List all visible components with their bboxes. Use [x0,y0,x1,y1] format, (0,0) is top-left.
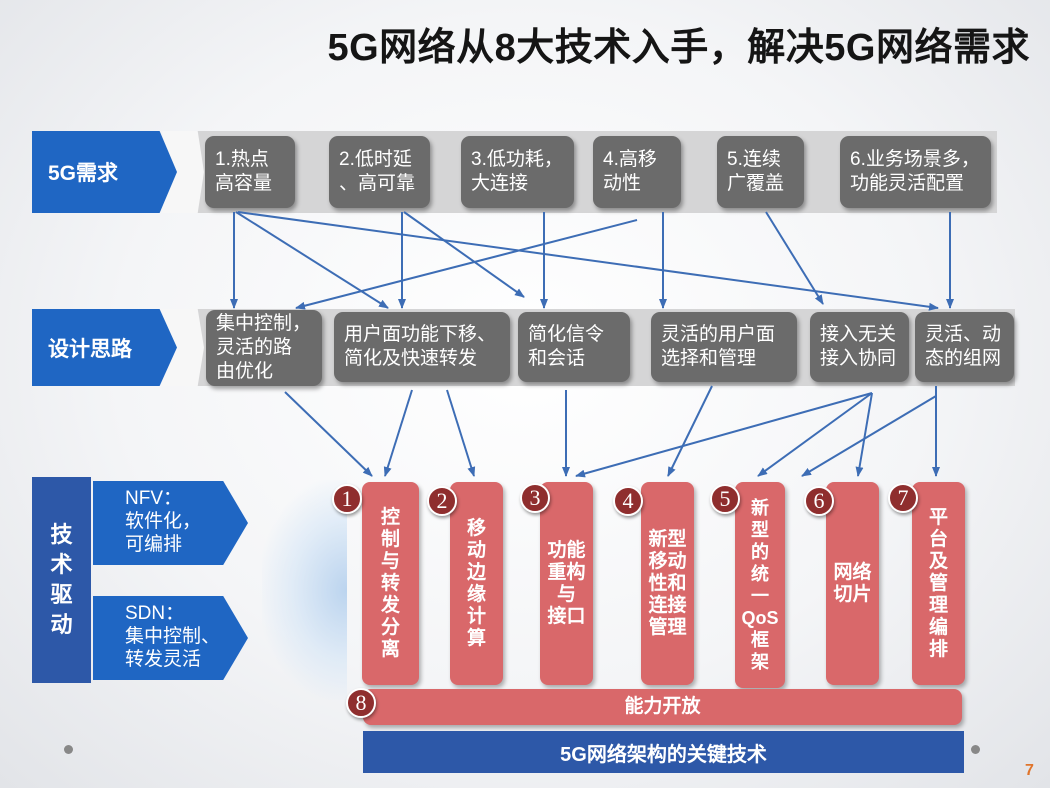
requirement-item: 3.低功耗， 大连接 [461,136,574,208]
page-title: 5G网络从8大技术入手，解决5G网络需求 [327,27,1030,69]
tech-driver-glow [262,480,347,700]
tech-driver-label: 技 术 驱 动 [32,477,91,683]
tech-bar-3: 功能 重构 与 接口 [540,482,593,685]
tech-bar-6: 网络 切片 [826,482,879,685]
tech-bar-1: 控 制 与 转 发 分 离 [362,482,419,685]
key-technologies-footer: 5G网络架构的关键技术 [363,731,964,773]
design-item: 灵活、动 态的组网 [915,312,1014,382]
requirement-item: 1.热点 高容量 [205,136,295,208]
tech-number-badge: 6 [804,486,834,516]
tech-bar-5: 新 型 的 统 一 QoS 框 架 [735,482,785,688]
decorative-dot [64,745,73,754]
requirements-label: 5G需求 [32,131,177,213]
requirement-item: 5.连续 广覆盖 [717,136,804,208]
capability-number-badge: 8 [346,688,376,718]
requirement-item: 2.低时延 、高可靠 [329,136,430,208]
requirement-item: 4.高移 动性 [593,136,681,208]
tech-bar-4: 新型 移动 性和 连接 管理 [641,482,694,685]
tech-number-badge: 3 [520,483,550,513]
tech-driver-nfv: NFV： 软件化， 可编排 [93,481,248,565]
requirement-item: 6.业务场景多， 功能灵活配置 [840,136,991,208]
tech-number-badge: 2 [427,486,457,516]
design-label: 设计思路 [32,309,177,386]
tech-bar-7: 平 台 及 管 理 编 排 [912,482,965,685]
design-item: 接入无关 接入协同 [810,312,909,382]
tech-driver-sdn: SDN： 集中控制、 转发灵活 [93,596,248,680]
tech-number-badge: 7 [888,483,918,513]
design-item: 用户面功能下移、 简化及快速转发 [334,312,510,382]
capability-bar: 能力开放 [363,689,962,725]
design-item: 集中控制， 灵活的路 由优化 [206,310,322,386]
decorative-dot [971,745,980,754]
tech-number-badge: 4 [613,486,643,516]
page-number: 7 [1025,762,1034,779]
tech-bar-2: 移 动 边 缘 计 算 [450,482,503,685]
tech-number-badge: 1 [332,484,362,514]
design-item: 灵活的用户面 选择和管理 [651,312,797,382]
tech-number-badge: 5 [710,484,740,514]
design-item: 简化信令 和会话 [518,312,630,382]
